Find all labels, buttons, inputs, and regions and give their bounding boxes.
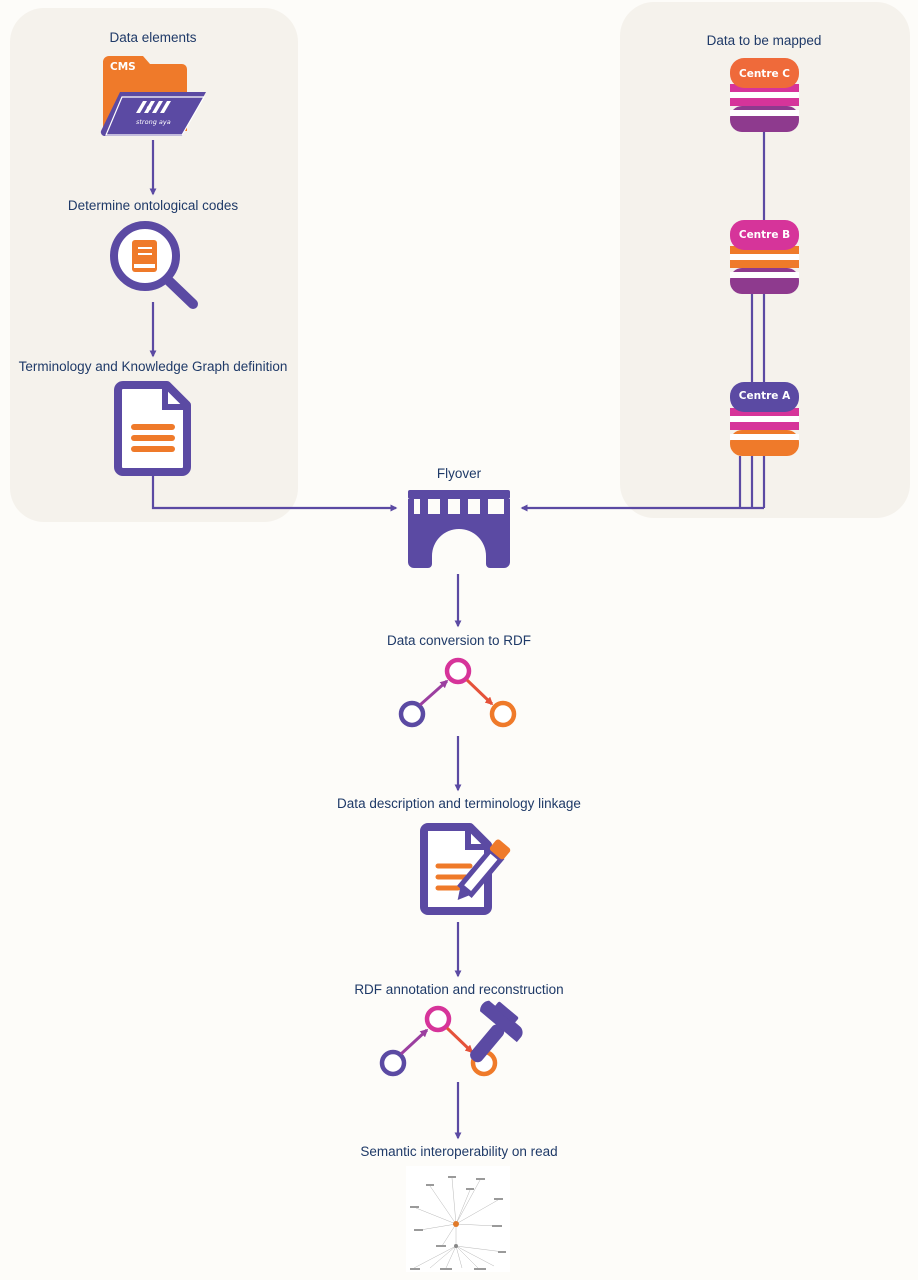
rdf-annotation-icon — [379, 1000, 523, 1077]
connectors — [149, 132, 766, 1140]
folder-tab-text: CMS — [110, 61, 136, 73]
rdf-graph-icon — [398, 657, 517, 728]
arrow-document-to-flyover — [151, 474, 398, 512]
database-label: Centre B — [739, 229, 790, 241]
folder-icon: CMS strong aya — [100, 56, 206, 136]
folder-logo-mark — [136, 101, 171, 113]
network-graph-thumbnail — [406, 1166, 510, 1272]
hammer-icon — [470, 1000, 523, 1063]
label-conversion-rdf: Data conversion to RDF — [386, 633, 532, 648]
label-flyover: Flyover — [436, 466, 482, 481]
label-semantic-interop: Semantic interoperability on read — [360, 1144, 558, 1159]
label-determine-codes: Determine ontological codes — [67, 198, 239, 213]
bridge-icon — [408, 490, 510, 568]
document-icon — [114, 381, 191, 476]
database-centre-a: Centre A — [730, 382, 799, 456]
database-label: Centre C — [739, 68, 790, 80]
folder-logo-text: strong aya — [136, 118, 171, 126]
label-terminology-kg: Terminology and Knowledge Graph definiti… — [18, 359, 288, 374]
label-rdf-annotation: RDF annotation and reconstruction — [354, 982, 564, 997]
database-centre-b: Centre B — [730, 220, 799, 294]
database-label: Centre A — [739, 390, 791, 402]
magnifier-book-icon — [110, 221, 198, 309]
document-edit-icon — [420, 823, 511, 915]
label-data-to-be-mapped: Data to be mapped — [706, 33, 822, 48]
label-data-elements: Data elements — [109, 30, 197, 45]
database-centre-c: Centre C — [730, 58, 799, 132]
label-description-linkage: Data description and terminology linkage — [337, 796, 581, 811]
